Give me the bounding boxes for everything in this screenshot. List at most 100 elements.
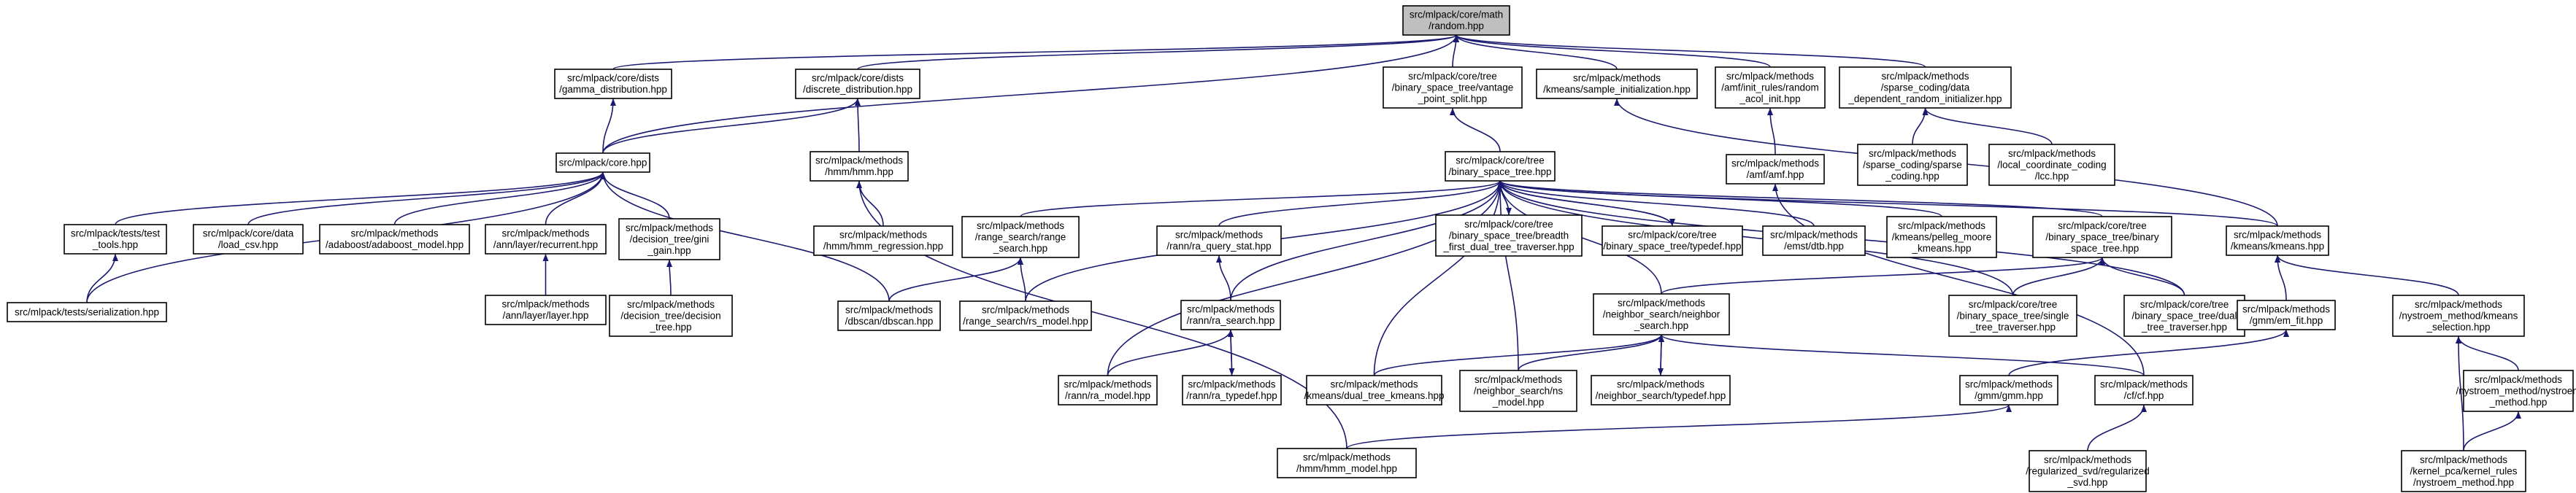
node-gmm[interactable]: src/mlpack/methods/gmm/gmm.hpp xyxy=(1959,375,2058,405)
node-label-line: src/mlpack/core/tree xyxy=(1464,219,1553,230)
node-single-trav[interactable]: src/mlpack/core/tree/binary_space_tree/s… xyxy=(1948,295,2077,337)
node-label-line: src/mlpack/core/data xyxy=(203,228,294,239)
node-dual-trav[interactable]: src/mlpack/core/tree/binary_space_tree/d… xyxy=(2123,295,2245,337)
node-box xyxy=(1762,225,1866,256)
node-dual-kmeans[interactable]: src/mlpack/methods/kmeans/dual_tree_kmea… xyxy=(1304,375,1445,405)
node-nystroem[interactable]: src/mlpack/methods/nystroem_method/nystr… xyxy=(2456,370,2576,412)
edge-cf-to-amf xyxy=(1772,183,2145,376)
node-range-search[interactable]: src/mlpack/methods/range_search/range_se… xyxy=(961,216,1080,258)
node-layer[interactable]: src/mlpack/methods/ann/layer/layer.hpp xyxy=(485,295,607,325)
node-label-line: /regularized_svd/regularized xyxy=(2026,465,2150,476)
edge-gmm-to-em_fit xyxy=(2008,329,2289,376)
node-bst[interactable]: src/mlpack/core/tree/binary_space_tree.h… xyxy=(1445,151,1556,182)
node-hmm[interactable]: src/mlpack/methods/hmm/hmm.hpp xyxy=(810,151,909,182)
node-label-line: /range_search/rs_model.hpp xyxy=(963,316,1088,327)
node-dtb[interactable]: src/mlpack/methods/emst/dtb.hpp xyxy=(1762,225,1866,256)
node-box xyxy=(554,69,672,99)
node-em-fit[interactable]: src/mlpack/methods/gmm/em_fit.hpp xyxy=(2237,300,2336,330)
node-box xyxy=(1182,375,1282,405)
edge-core-to-gamma xyxy=(602,98,616,154)
node-box xyxy=(1277,448,1417,478)
edge-sparse_coding-to-sc_ddri xyxy=(1912,107,1929,145)
node-sc-ddri[interactable]: src/mlpack/methods/sparse_coding/data_de… xyxy=(1839,66,2012,109)
node-label-line: _search.hpp xyxy=(1634,320,1688,331)
node-gamma[interactable]: src/mlpack/core/dists/gamma_distribution… xyxy=(554,69,672,99)
node-test-tools[interactable]: src/mlpack/tests/test_tools.hpp xyxy=(64,224,167,255)
node-sparse-coding[interactable]: src/mlpack/methods/sparse_coding/sparse_… xyxy=(1857,144,1968,186)
node-kernel-rules[interactable]: src/mlpack/methods/kernel_pca/kernel_rul… xyxy=(2401,450,2526,492)
node-label-line: src/mlpack/core/dists xyxy=(567,73,659,84)
node-label-line: /load_csv.hpp xyxy=(218,239,278,250)
node-label-line: src/mlpack/methods xyxy=(627,299,715,310)
node-box xyxy=(1959,375,2058,405)
node-box xyxy=(1306,375,1442,405)
node-rs-model[interactable]: src/mlpack/methods/range_search/rs_model… xyxy=(959,300,1092,331)
node-ns[interactable]: src/mlpack/methods/neighbor_search/neigh… xyxy=(1593,293,1730,335)
node-kmeans[interactable]: src/mlpack/methods/kmeans/kmeans.hpp xyxy=(2226,225,2329,256)
edge-ra_search-to-ra_query xyxy=(1216,255,1231,301)
edge-hmm-to-discrete xyxy=(855,98,861,152)
node-gini[interactable]: src/mlpack/methods/decision_tree/gini_ga… xyxy=(618,218,720,260)
node-bst-typedef[interactable]: src/mlpack/core/tree/binary_space_tree/t… xyxy=(1602,225,1743,256)
node-ns-typedef[interactable]: src/mlpack/methods/neighbor_search/typed… xyxy=(1591,375,1731,405)
node-rann-model[interactable]: src/mlpack/methods/rann/ra_model.hpp xyxy=(1058,375,1158,405)
node-amf[interactable]: src/mlpack/methods/amf/amf.hpp xyxy=(1726,154,1825,185)
node-box xyxy=(1886,216,1997,258)
node-label-line: src/mlpack/methods xyxy=(2415,299,2502,310)
node-hmm-reg[interactable]: src/mlpack/methods/hmm/hmm_regression.hp… xyxy=(813,225,953,256)
edge-bst-to-breadth xyxy=(1499,180,1512,216)
node-label-line: /hmm/hmm_model.hpp xyxy=(1296,463,1397,474)
node-serialization[interactable]: src/mlpack/tests/serialization.hpp xyxy=(7,302,167,322)
node-box xyxy=(64,224,167,255)
edge-ra_query-to-bst xyxy=(1218,180,1503,227)
node-label-line: /kmeans/sample_initialization.hpp xyxy=(1543,84,1691,95)
node-label-line: src/mlpack/methods xyxy=(1573,73,1661,84)
node-box xyxy=(1536,69,1698,99)
node-discrete[interactable]: src/mlpack/core/dists/discrete_distribut… xyxy=(795,69,920,99)
node-hmm-model[interactable]: src/mlpack/methods/hmm/hmm_model.hpp xyxy=(1277,448,1417,478)
node-core[interactable]: src/mlpack/core.hpp xyxy=(555,152,650,173)
node-box xyxy=(1591,375,1731,405)
node-label-line: /nystroem_method/kmeans xyxy=(2399,310,2518,321)
node-bst-bst[interactable]: src/mlpack/core/tree/binary_space_tree/b… xyxy=(2032,216,2172,258)
node-label-line: src/mlpack/core/tree xyxy=(2058,220,2147,231)
node-nystroem-sel[interactable]: src/mlpack/methods/nystroem_method/kmean… xyxy=(2392,295,2525,337)
node-label-line: /kmeans/pelleg_moore xyxy=(1892,231,1992,242)
node-breadth[interactable]: src/mlpack/core/tree/binary_space_tree/b… xyxy=(1435,214,1583,257)
node-box xyxy=(1839,66,2012,109)
edge-amf-to-amf_init xyxy=(1767,107,1776,155)
node-decision-tree[interactable]: src/mlpack/methods/decision_tree/decisio… xyxy=(609,295,733,337)
node-ra-typedef[interactable]: src/mlpack/methods/rann/ra_typedef.hpp xyxy=(1182,375,1282,405)
node-label-line: /neighbor_search/neighbor xyxy=(1603,308,1720,319)
node-label-line: src/mlpack/methods xyxy=(982,305,1069,316)
node-label-line: /binary_space_tree.hpp xyxy=(1448,166,1551,177)
node-adaboost[interactable]: src/mlpack/methods/adaboost/adaboost_mod… xyxy=(319,224,470,255)
node-label-line: _tree.hpp xyxy=(649,322,691,333)
node-reg-svd[interactable]: src/mlpack/methods/regularized_svd/regul… xyxy=(2026,450,2150,492)
node-ra-query[interactable]: src/mlpack/methods/rann/ra_query_stat.hp… xyxy=(1156,225,1282,256)
node-recurrent[interactable]: src/mlpack/methods/ann/layer/recurrent.h… xyxy=(485,224,607,255)
edge-hmm_model-to-gmm xyxy=(1346,404,2012,449)
node-ns-model[interactable]: src/mlpack/methods/neighbor_search/ns_mo… xyxy=(1459,370,1577,412)
node-random[interactable]: src/mlpack/core/math/random.hpp xyxy=(1402,5,1510,36)
edge-hmm_reg-to-hmm xyxy=(856,180,884,227)
node-box xyxy=(2392,295,2525,337)
edge-dual_kmeans-to-ns xyxy=(1373,334,1664,376)
node-label-line: /lcc.hpp xyxy=(2035,171,2069,182)
node-load-csv[interactable]: src/mlpack/core/data/load_csv.hpp xyxy=(193,224,304,255)
node-kmeans-si[interactable]: src/mlpack/methods/kmeans/sample_initial… xyxy=(1536,69,1698,99)
node-pelleg[interactable]: src/mlpack/methods/kmeans/pelleg_moore_k… xyxy=(1886,216,1997,258)
node-label-line: src/mlpack/methods xyxy=(1898,220,1985,231)
node-amf-init[interactable]: src/mlpack/methods/amf/init_rules/random… xyxy=(1715,66,1826,109)
node-label-line: src/mlpack/methods xyxy=(2420,454,2507,465)
node-lcc[interactable]: src/mlpack/methods/local_coordinate_codi… xyxy=(1988,144,2115,186)
node-vantage[interactable]: src/mlpack/core/tree/binary_space_tree/v… xyxy=(1383,66,1523,109)
edge-dual_kmeans-to-bst xyxy=(1373,180,1503,376)
edge-range_search-to-bst xyxy=(1020,180,1503,217)
nodes-layer: src/mlpack/core/math/random.hpp src/mlpac… xyxy=(7,5,2576,492)
node-ra-search[interactable]: src/mlpack/methods/rann/ra_search.hpp xyxy=(1180,300,1281,330)
node-dbscan[interactable]: src/mlpack/methods/dbscan/dbscan.hpp xyxy=(837,300,941,331)
node-label-line: src/mlpack/methods xyxy=(1965,379,2053,390)
node-label-line: _method.hpp xyxy=(2489,397,2548,408)
node-cf[interactable]: src/mlpack/methods/cf/cf.hpp xyxy=(2094,375,2194,405)
